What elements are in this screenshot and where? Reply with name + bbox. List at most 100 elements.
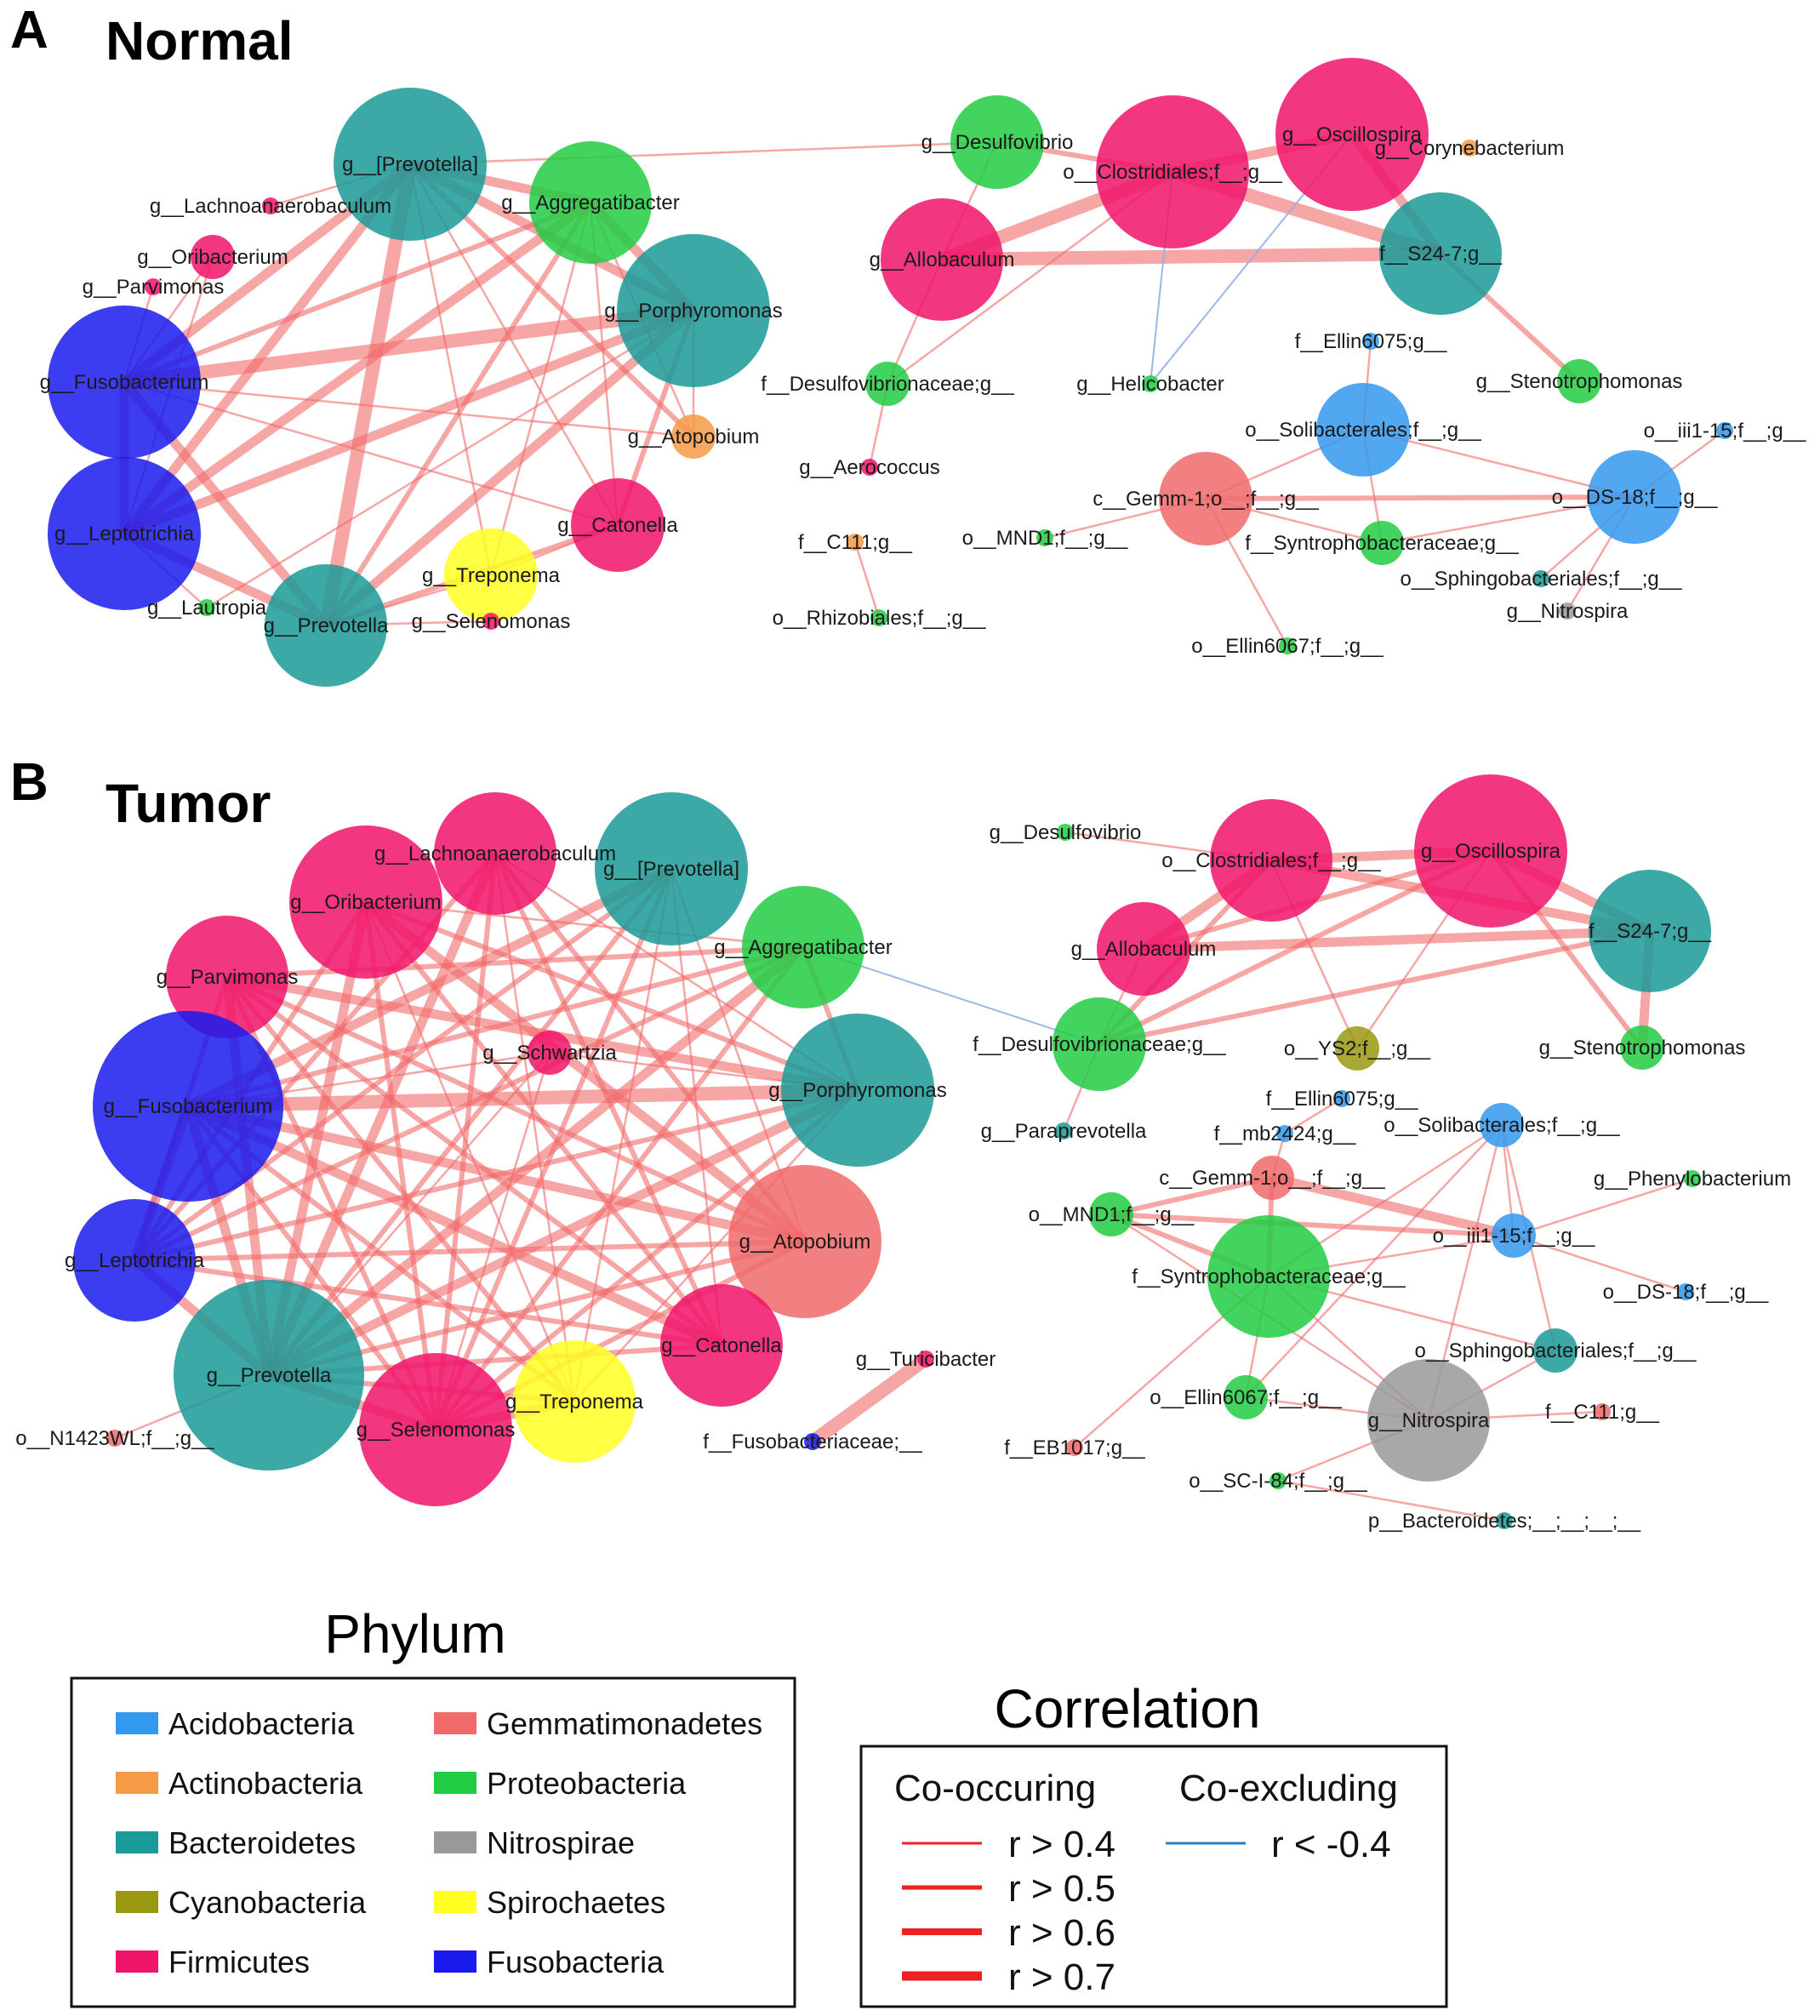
node-coryne[interactable] <box>1461 140 1478 157</box>
node-n1423[interactable] <box>106 1430 123 1447</box>
node-desulfo[interactable] <box>950 95 1044 189</box>
node-desulfo[interactable] <box>1057 824 1074 841</box>
node-fusoaceae[interactable] <box>804 1433 821 1450</box>
node-label-iii115: o__iii1-15;f__;g__ <box>1644 420 1806 443</box>
node-ys2[interactable] <box>1335 1026 1379 1071</box>
node-label-c111: f__C111;g__ <box>798 531 913 554</box>
node-oscill[interactable] <box>1275 58 1429 211</box>
node-oscill[interactable] <box>1414 774 1567 928</box>
node-nitro[interactable] <box>1559 603 1576 620</box>
node-aggreg[interactable] <box>742 886 864 1008</box>
edge-iii115-ds18 <box>1513 1234 1686 1294</box>
node-prevotella_b[interactable] <box>334 88 487 241</box>
node-aggreg[interactable] <box>529 141 652 264</box>
node-atopo[interactable] <box>671 414 716 459</box>
node-ellin6075[interactable] <box>1333 1090 1350 1107</box>
node-lautro[interactable] <box>198 599 215 616</box>
node-soliba[interactable] <box>1480 1103 1524 1147</box>
node-clostr[interactable] <box>1210 799 1332 922</box>
node-phenylo[interactable] <box>1684 1170 1701 1187</box>
node-sphingo[interactable] <box>1533 1328 1578 1373</box>
node-lachno[interactable] <box>434 792 556 915</box>
node-mnd1[interactable] <box>1089 1192 1133 1236</box>
panel-a-nodes <box>48 58 1733 687</box>
node-prevo[interactable] <box>265 564 387 687</box>
node-parvi[interactable] <box>166 916 288 1038</box>
legend-swatch-nitrospirae <box>434 1831 476 1853</box>
node-eb1017[interactable] <box>1066 1439 1083 1456</box>
node-ellin6067[interactable] <box>1224 1375 1268 1419</box>
node-label-ellin6067: o__Ellin6067;f__;g__ <box>1191 635 1384 658</box>
node-seleno[interactable] <box>359 1353 512 1506</box>
node-s247[interactable] <box>1379 192 1502 315</box>
node-label-porphy: g__Porphyromonas <box>768 1079 946 1102</box>
node-mnd1[interactable] <box>1036 529 1053 546</box>
co-excluding-heading: Co-excluding <box>1179 1768 1398 1809</box>
node-mb2424[interactable] <box>1276 1125 1293 1142</box>
node-rhizob[interactable] <box>870 609 887 626</box>
node-lachno[interactable] <box>262 197 279 214</box>
node-trepo[interactable] <box>513 1340 636 1463</box>
node-parapre[interactable] <box>1055 1122 1072 1139</box>
legend-label-gemmatimonadetes: Gemmatimonadetes <box>487 1706 762 1741</box>
node-turici[interactable] <box>917 1351 934 1368</box>
node-iii115[interactable] <box>1492 1214 1536 1258</box>
node-helico[interactable] <box>1142 375 1159 392</box>
node-oribac[interactable] <box>191 235 235 279</box>
node-iii115[interactable] <box>1716 422 1733 439</box>
node-nitro[interactable] <box>1367 1359 1490 1482</box>
node-label-prevo: g__Prevotella <box>264 614 389 637</box>
legend-label-acidobacteria: Acidobacteria <box>168 1706 355 1741</box>
node-ds18[interactable] <box>1588 450 1681 544</box>
correlation-legend-title: Correlation <box>994 1678 1260 1739</box>
node-s247[interactable] <box>1589 870 1711 992</box>
node-fuso[interactable] <box>48 306 201 459</box>
node-ellin6075[interactable] <box>1362 333 1379 350</box>
node-alloba[interactable] <box>881 198 1003 321</box>
node-ellin6067[interactable] <box>1279 637 1296 654</box>
node-lepto[interactable] <box>48 457 201 610</box>
node-label-bacteroidetes: p__Bacteroidetes;__;__;__;__ <box>1368 1510 1641 1533</box>
node-syntro[interactable] <box>1207 1215 1330 1338</box>
node-bacteroidetes[interactable] <box>1496 1512 1513 1529</box>
node-syntro[interactable] <box>1360 521 1404 565</box>
node-porphy[interactable] <box>781 1014 934 1167</box>
node-porphy[interactable] <box>617 234 770 387</box>
node-label-lachno: g__Lachnoanaerobaculum <box>150 195 391 218</box>
node-catone[interactable] <box>571 478 665 572</box>
node-sphingo[interactable] <box>1532 570 1549 587</box>
node-atopo[interactable] <box>728 1165 881 1318</box>
node-sci84[interactable] <box>1269 1472 1287 1489</box>
node-c111[interactable] <box>847 534 864 551</box>
node-prevotella_b[interactable] <box>595 792 748 945</box>
node-gemm1[interactable] <box>1159 452 1252 545</box>
node-label-sci84: o__SC-I-84;f__;g__ <box>1189 1470 1367 1493</box>
node-gemm1[interactable] <box>1250 1156 1294 1200</box>
node-fuso[interactable] <box>93 1011 283 1202</box>
node-prevo[interactable] <box>174 1280 364 1471</box>
node-aeroco[interactable] <box>861 459 878 476</box>
panel-b-network: g__Lachnoanaerobaculumg__[Prevotella]g__… <box>15 774 1791 1533</box>
node-clostr[interactable] <box>1096 95 1249 248</box>
node-label-soliba: o__Solibacterales;f__;g__ <box>1384 1114 1620 1137</box>
node-label-steno: g__Stenotrophomonas <box>1539 1037 1746 1059</box>
edge-prevotella_b-desulfo <box>409 140 998 166</box>
node-catone[interactable] <box>660 1284 783 1407</box>
node-schwar[interactable] <box>528 1031 572 1075</box>
node-oribac[interactable] <box>289 825 442 979</box>
node-lepto[interactable] <box>73 1199 196 1322</box>
node-label-oscill: g__Oscillospira <box>1282 123 1423 146</box>
node-desulfoaceae[interactable] <box>865 362 910 406</box>
node-trepo[interactable] <box>444 528 538 622</box>
node-alloba[interactable] <box>1097 902 1190 996</box>
node-steno[interactable] <box>1557 359 1601 403</box>
node-c111[interactable] <box>1594 1403 1611 1420</box>
node-steno[interactable] <box>1620 1025 1664 1070</box>
node-seleno[interactable] <box>482 613 499 630</box>
node-parvi[interactable] <box>145 278 162 295</box>
node-label-iii115: o__iii1-15;f__;g__ <box>1433 1225 1595 1248</box>
panel-b-labels: g__Lachnoanaerobaculumg__[Prevotella]g__… <box>15 821 1791 1533</box>
node-soliba[interactable] <box>1316 383 1410 477</box>
node-ds18[interactable] <box>1677 1283 1694 1300</box>
node-desulfoaceae[interactable] <box>1053 997 1146 1091</box>
